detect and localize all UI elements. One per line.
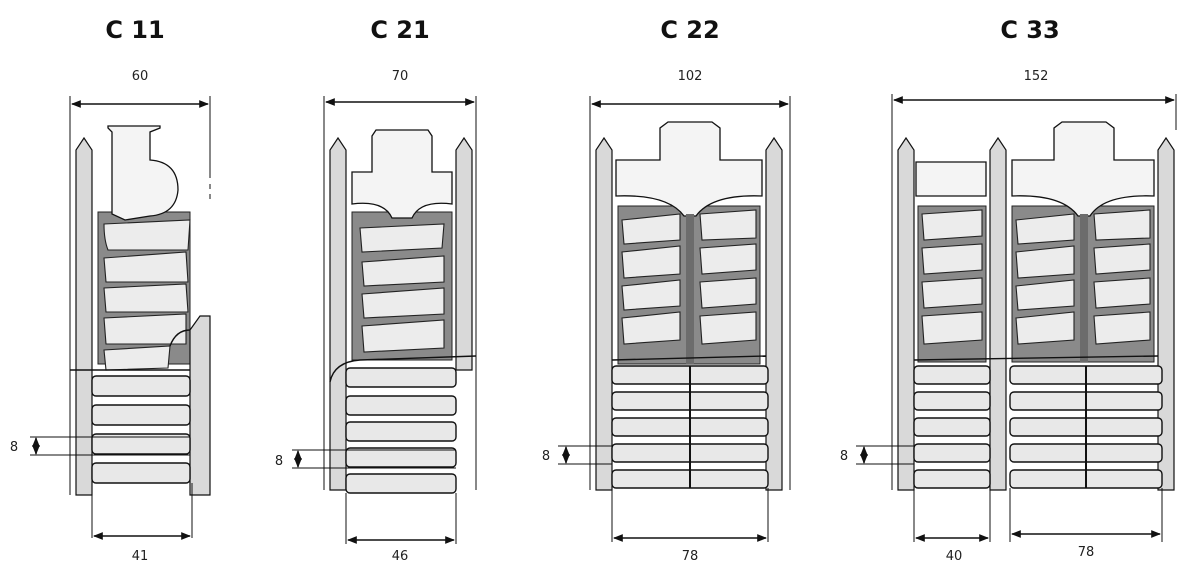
header-pipe-c22: [615, 121, 763, 217]
back-panel-c11: [75, 136, 93, 496]
bottom-slot: [91, 404, 191, 426]
fin: [699, 311, 757, 345]
radiator-c33: C 33 152: [840, 16, 1177, 564]
fin: [1015, 213, 1075, 245]
fin: [361, 319, 445, 353]
bottom-slot: [345, 395, 457, 416]
header-pipe-c33: [1011, 121, 1155, 217]
fin: [1093, 277, 1151, 309]
center-divider-c22: [686, 214, 694, 364]
title-c22: C 22: [660, 16, 719, 44]
front-panel-c11: [189, 315, 211, 496]
fin: [359, 223, 445, 253]
middle-panel-c33: [989, 136, 1007, 491]
fin: [1015, 245, 1075, 279]
bottom-label-c22: 78: [682, 549, 699, 564]
convector-fins-c33: [921, 209, 1151, 345]
bottom-label-right-c33: 78: [1078, 545, 1095, 560]
width-label-c22: 102: [678, 69, 703, 84]
divider: [329, 355, 477, 383]
title-c33: C 33: [1000, 16, 1059, 44]
fin: [361, 287, 445, 319]
convector-fins-c21: [359, 223, 445, 353]
fin: [1015, 279, 1075, 311]
back-panel-c22: [595, 136, 613, 491]
bottom-channels-c21: [345, 367, 457, 494]
header-pipe-c21: [351, 129, 453, 219]
bottom-slot: [345, 447, 457, 468]
width-label-c11: 60: [132, 69, 149, 84]
bottom-slot: [345, 367, 457, 388]
fin: [621, 245, 681, 279]
fin: [921, 243, 983, 275]
bottom-slot: [345, 421, 457, 442]
title-c21: C 21: [370, 16, 429, 44]
bottom-slot: [913, 443, 991, 463]
bottom-label-c11: 41: [132, 549, 149, 564]
front-panel-c33: [1157, 136, 1175, 491]
fin: [621, 213, 681, 245]
fin: [699, 277, 757, 309]
bottom-slot: [91, 462, 191, 484]
fin: [921, 311, 983, 345]
bottom-label-c21: 46: [392, 549, 409, 564]
bottom-slot: [913, 469, 991, 489]
gap-label-c21: 8: [275, 454, 283, 469]
gap-label-c11: 8: [10, 440, 18, 455]
fin: [1093, 209, 1151, 241]
bottom-channels-c33-left: [913, 365, 991, 489]
fin: [1015, 311, 1075, 345]
bottom-channels-c22: [611, 365, 769, 489]
bottom-channels-c11: [91, 375, 191, 484]
convector-fins-c11: [103, 219, 191, 371]
bottom-label-left-c33: 40: [946, 549, 963, 564]
break-line: [169, 329, 191, 347]
fin: [621, 311, 681, 345]
fin: [103, 283, 189, 313]
radiator-c11: C 11 60 8: [10, 16, 211, 564]
bottom-channels-c33-right: [1009, 365, 1163, 489]
title-c11: C 11: [105, 16, 164, 44]
fin: [921, 277, 983, 309]
divider: [913, 355, 1159, 361]
gap-label-c22: 8: [542, 449, 550, 464]
fin: [1093, 311, 1151, 345]
fin: [103, 251, 189, 283]
fin: [361, 255, 445, 287]
center-divider-c33: [1080, 214, 1088, 362]
bottom-slot: [913, 391, 991, 411]
fin: [1093, 243, 1151, 275]
fin: [103, 313, 187, 345]
bottom-slot: [91, 375, 191, 397]
fin: [921, 209, 983, 241]
gap-label-c33: 8: [840, 449, 848, 464]
header-left-c33: [915, 161, 987, 197]
fin: [621, 279, 681, 311]
back-panel-c21: [329, 136, 347, 491]
back-panel-c33: [897, 136, 915, 491]
radiator-c22: C 22 102 8: [542, 16, 791, 564]
front-panel-c21: [455, 136, 473, 371]
front-panel-c22: [765, 136, 783, 491]
width-label-c21: 70: [392, 69, 409, 84]
bottom-slot: [913, 365, 991, 385]
fin: [699, 209, 757, 241]
convector-fins-c22: [621, 209, 757, 345]
divider: [611, 355, 767, 361]
bottom-slot: [91, 433, 191, 455]
fin: [103, 345, 171, 371]
fin: [699, 243, 757, 275]
radiator-c21: C 21 70 8 46: [275, 16, 477, 564]
fin: [103, 219, 191, 251]
header-pipe-c11: [107, 125, 179, 221]
bottom-slot: [913, 417, 991, 437]
width-label-c33: 152: [1024, 69, 1049, 84]
bottom-slot: [345, 473, 457, 494]
